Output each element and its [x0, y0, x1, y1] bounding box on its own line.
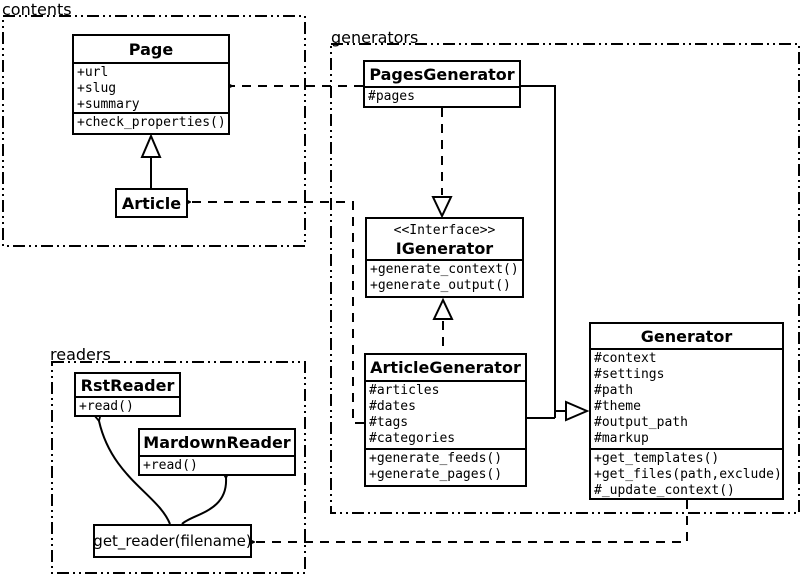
dependency-articlegenerator-to-article [190, 202, 364, 424]
class-title-generator: Generator [640, 326, 733, 346]
realization-arrowhead-down [431, 196, 453, 219]
class-box-pagesgenerator: PagesGenerator #pages [363, 60, 521, 108]
attribute: #markup [594, 431, 649, 446]
generalization-arrowhead-generator [565, 400, 590, 422]
attribute: +url [77, 65, 109, 80]
class-title-mardownreader: MardownReader [143, 433, 291, 452]
stereotype-label: <<Interface>> [393, 223, 496, 238]
method: +generate_context() [370, 262, 519, 277]
methods-compartment: +read() [140, 455, 294, 474]
attribute: #settings [594, 367, 665, 382]
methods-compartment: +read() [76, 396, 179, 415]
arrow-getreader-to-mardownreader [181, 478, 226, 525]
method: +read() [143, 458, 198, 473]
function-box-get-reader: get_reader(filename) [93, 524, 252, 558]
attribute: +summary [77, 97, 140, 112]
class-box-mardownreader: MardownReader +read() [138, 428, 296, 476]
generalization-to-generator [521, 85, 565, 419]
class-box-page: Page +url +slug +summary +check_properti… [72, 34, 230, 135]
class-title-page: Page [128, 39, 174, 59]
attribute: +slug [77, 81, 117, 96]
attributes-compartment: +url +slug +summary [74, 62, 228, 112]
method: +get_files(path,exclude) [594, 467, 782, 482]
attribute: #articles [369, 383, 440, 398]
class-box-generator: Generator #context #settings #path #them… [589, 322, 784, 500]
package-label-readers: readers [50, 345, 111, 364]
class-box-igenerator: <<Interface>> IGenerator +generate_conte… [365, 217, 524, 298]
class-title-igenerator: IGenerator [395, 239, 494, 258]
attribute: #theme [594, 399, 641, 414]
method: +generate_feeds() [369, 451, 503, 466]
attribute: #path [594, 383, 634, 398]
attributes-compartment: #context #settings #path #theme #output_… [591, 348, 782, 448]
attribute: #context [594, 351, 657, 366]
methods-compartment: +generate_feeds() +generate_pages() [366, 448, 525, 485]
method: +generate_pages() [369, 467, 503, 482]
attribute: #categories [369, 431, 456, 446]
method: #_update_context() [594, 483, 735, 498]
class-title-pagesgenerator: PagesGenerator [369, 64, 515, 84]
method: +get_templates() [594, 451, 720, 466]
package-label-generators: generators [331, 28, 419, 47]
generalization-arrowhead-page [140, 133, 162, 158]
methods-compartment: +generate_context() +generate_output() [367, 259, 522, 296]
class-title-block-igenerator: <<Interface>> IGenerator [367, 219, 522, 259]
dependency-generator-to-getreader [254, 500, 688, 542]
attributes-compartment: #articles #dates #tags #categories [366, 380, 525, 448]
class-title-rstreader: RstReader [80, 375, 175, 395]
attribute: #dates [369, 399, 416, 414]
attribute: #tags [369, 415, 409, 430]
class-title-article: Article [121, 193, 182, 213]
class-box-articlegenerator: ArticleGenerator #articles #dates #tags … [364, 353, 527, 487]
attributes-compartment: #pages [365, 86, 519, 106]
class-box-article: Article [115, 188, 188, 218]
methods-compartment: +check_properties() [74, 112, 228, 135]
realization-arrowhead-up [432, 297, 454, 320]
class-box-rstreader: RstReader +read() [74, 372, 181, 417]
attribute: #pages [368, 89, 415, 104]
method: +read() [79, 399, 134, 414]
method: +check_properties() [77, 115, 226, 130]
method: +generate_output() [370, 278, 511, 293]
class-title-articlegenerator: ArticleGenerator [370, 358, 521, 377]
methods-compartment: +get_templates() +get_files(path,exclude… [591, 448, 782, 498]
package-label-contents: contents [2, 0, 72, 19]
attribute: #output_path [594, 415, 688, 430]
